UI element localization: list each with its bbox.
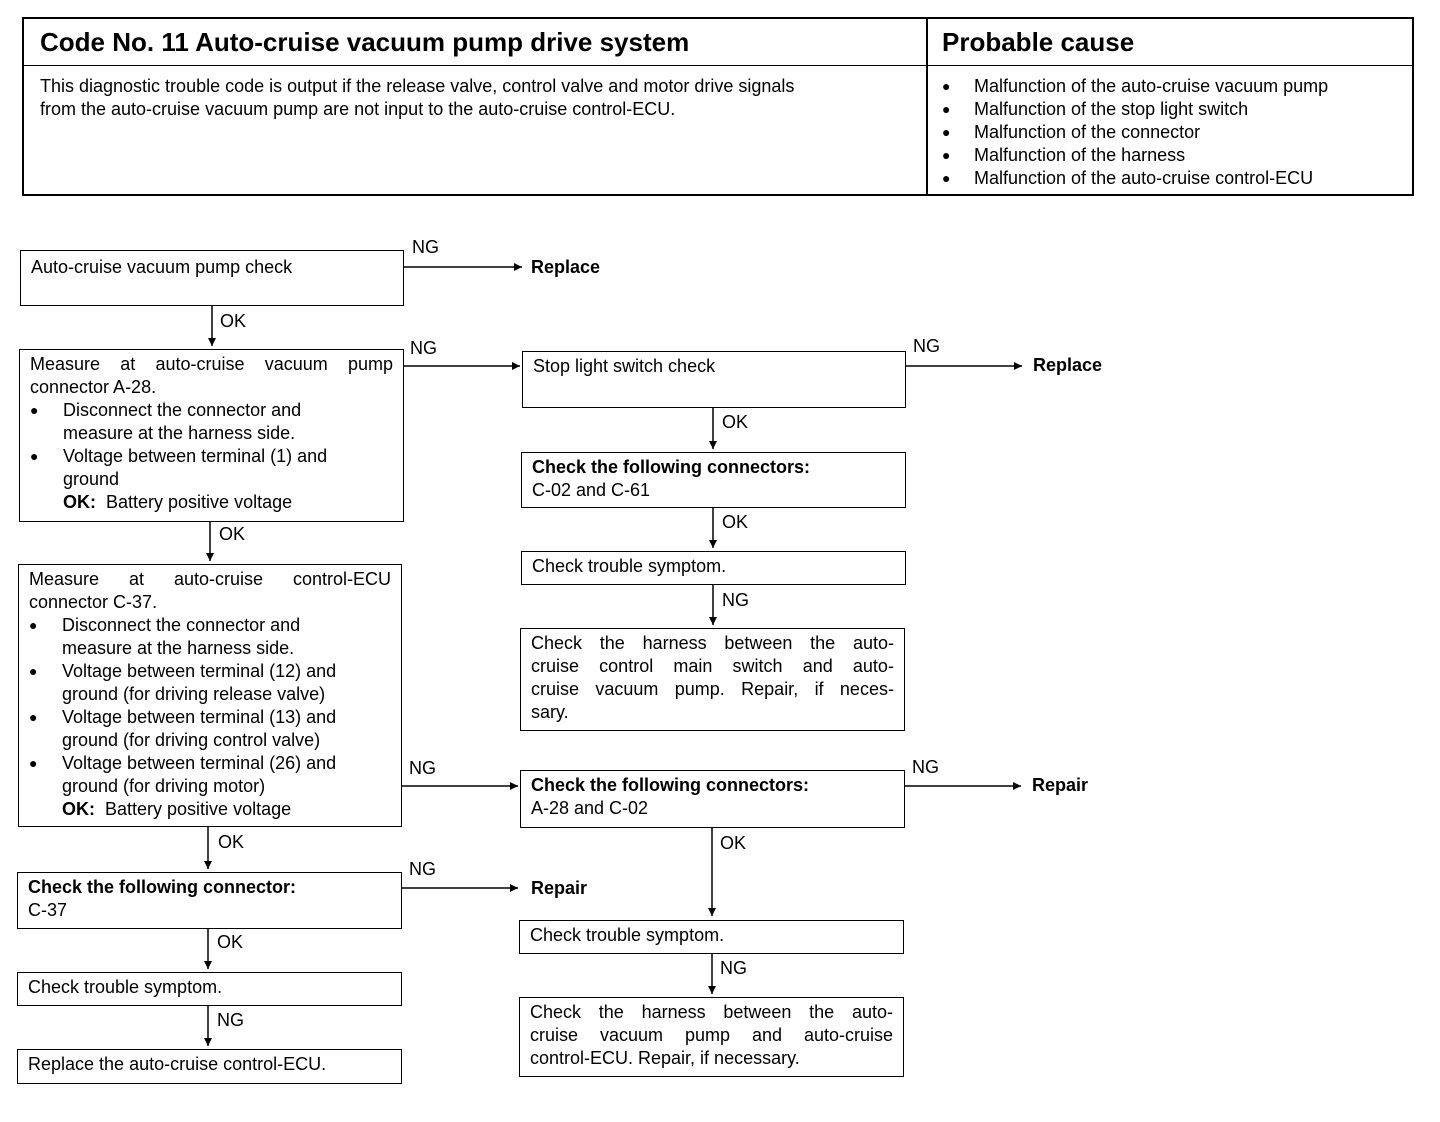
header-table: Code No. 11 Auto-cruise vacuum pump driv…: [22, 17, 1414, 196]
check-connectors-title: Check the following connectors:: [531, 775, 810, 795]
bullet-disconnect-c37: Disconnect the connector and: [29, 614, 391, 637]
ok-criterion-a28: OK: Battery positive voltage: [30, 491, 393, 514]
cause-list: Malfunction of the auto-cruise vacuum pu…: [942, 75, 1328, 190]
ng-label: NG: [409, 859, 436, 879]
bullet-disconnect-a28: Disconnect the connector and: [30, 399, 393, 422]
stop-light-check-text: Stop light switch check: [533, 356, 716, 376]
ok-label: OK: [722, 512, 749, 532]
pump-check-box: Auto-cruise vacuum pump check: [20, 250, 404, 306]
ok-label: OK:: [63, 492, 96, 512]
code-description: This diagnostic trouble code is output i…: [40, 75, 912, 121]
bullet-voltage-terminal-12: Voltage between terminal (12) and: [29, 660, 391, 683]
trouble-symptom-text: Check trouble symptom.: [530, 925, 725, 945]
bullet-voltage-terminal-26-cont: ground (for driving motor): [62, 776, 266, 796]
trouble-symptom-box-right-1: Check trouble symptom.: [521, 551, 906, 585]
cause-item: Malfunction of the harness: [942, 144, 1328, 167]
check-connector-value: C-37: [28, 900, 68, 920]
ng-label: NG: [720, 958, 747, 978]
check-connectors-c02-c61-box: Check the following connectors: C-02 and…: [521, 452, 906, 508]
ok-label: OK: [217, 932, 244, 952]
ng-label: NG: [412, 237, 439, 257]
cause-item: Malfunction of the stop light switch: [942, 98, 1328, 121]
measure-c37-line-2: connector C-37.: [29, 592, 158, 612]
ok-value: Battery positive voltage: [106, 492, 293, 512]
check-connectors-a28-c02-box: Check the following connectors: A-28 and…: [520, 770, 905, 828]
measure-a28-line-2: connector A-28.: [30, 377, 157, 397]
ok-label: OK: [218, 832, 245, 852]
ng-label: NG: [722, 590, 749, 610]
bullet-voltage-terminal-12-cont: ground (for driving release valve): [62, 684, 326, 704]
ok-label: OK: [722, 412, 749, 432]
bullet-disconnect-a28-cont: measure at the harness side.: [63, 423, 296, 443]
description-line: This diagnostic trouble code is output i…: [40, 76, 795, 96]
ok-value: Battery positive voltage: [105, 799, 292, 819]
ng-label: NG: [913, 336, 940, 356]
check-connector-c37-box: Check the following connector: C-37: [17, 872, 402, 929]
check-connector-title: Check the following connector:: [28, 877, 297, 897]
stop-light-check-box: Stop light switch check: [522, 351, 906, 408]
header-divider-horizontal: [24, 65, 1412, 66]
trouble-symptom-box-left: Check trouble symptom.: [17, 972, 402, 1006]
check-connectors-title: Check the following connectors:: [532, 457, 811, 477]
ok-label: OK: [220, 311, 247, 331]
result-repair: Repair: [1032, 775, 1089, 795]
cause-item: Malfunction of the auto-cruise control-E…: [942, 167, 1328, 190]
ng-label: NG: [410, 338, 437, 358]
ng-label: NG: [217, 1010, 244, 1030]
description-line: from the auto-cruise vacuum pump are not…: [40, 99, 676, 119]
bullet-voltage-terminal-1: Voltage between terminal (1) and: [30, 445, 393, 468]
ng-label: NG: [409, 758, 436, 778]
replace-ecu-text: Replace the auto-cruise control-ECU.: [28, 1054, 327, 1074]
result-repair: Repair: [531, 878, 588, 898]
trouble-symptom-text: Check trouble symptom.: [532, 556, 727, 576]
check-connectors-value: C-02 and C-61: [532, 480, 651, 500]
ok-label: OK: [720, 833, 747, 853]
bullet-voltage-terminal-26: Voltage between terminal (26) and: [29, 752, 391, 775]
bullet-disconnect-c37-cont: measure at the harness side.: [62, 638, 295, 658]
code-title: Code No. 11 Auto-cruise vacuum pump driv…: [40, 27, 690, 57]
trouble-symptom-box-right-2: Check trouble symptom.: [519, 920, 904, 954]
check-connectors-value: A-28 and C-02: [531, 798, 649, 818]
replace-ecu-box: Replace the auto-cruise control-ECU.: [17, 1049, 402, 1084]
trouble-symptom-text: Check trouble symptom.: [28, 977, 223, 997]
ok-criterion-c37: OK: Battery positive voltage: [29, 798, 391, 821]
cause-item: Malfunction of the connector: [942, 121, 1328, 144]
ok-label: OK:: [62, 799, 95, 819]
harness-line-4: sary.: [531, 702, 569, 722]
harness-line-3: control-ECU. Repair, if necessary.: [530, 1048, 800, 1068]
pump-check-text: Auto-cruise vacuum pump check: [31, 257, 293, 277]
bullet-voltage-terminal-13: Voltage between terminal (13) and: [29, 706, 391, 729]
ng-label: NG: [912, 757, 939, 777]
header-divider-vertical: [926, 19, 928, 194]
ok-label: OK: [219, 524, 246, 544]
result-replace: Replace: [531, 257, 601, 277]
probable-cause-title: Probable cause: [942, 27, 1135, 57]
result-replace: Replace: [1033, 355, 1103, 375]
cause-item: Malfunction of the auto-cruise vacuum pu…: [942, 75, 1328, 98]
bullet-voltage-terminal-1-cont: ground: [63, 469, 120, 489]
bullet-voltage-terminal-13-cont: ground (for driving control valve): [62, 730, 321, 750]
